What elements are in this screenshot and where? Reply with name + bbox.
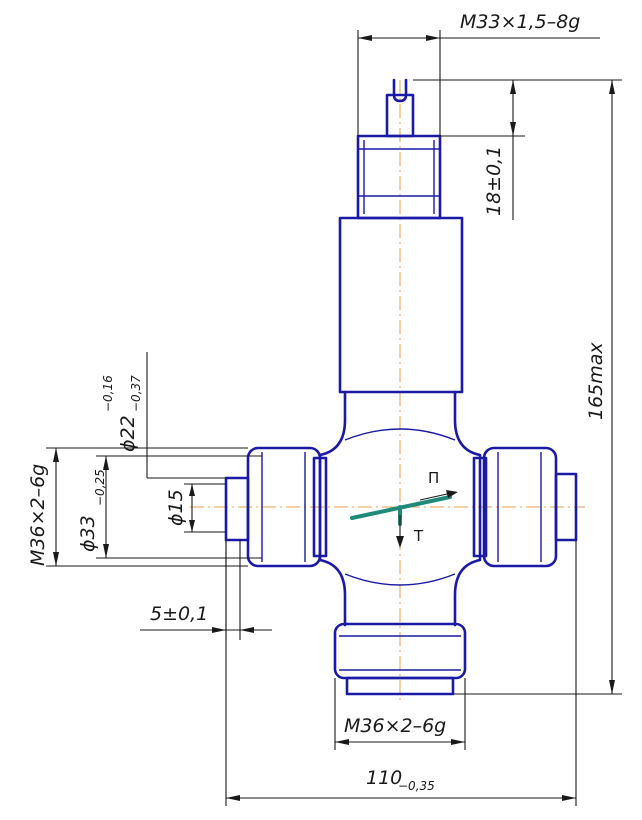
label-diameter-22-tol-upper: −0,16 bbox=[101, 375, 115, 412]
label-height: 165max bbox=[585, 342, 607, 420]
label-thread-bottom: M36×2–6g bbox=[344, 715, 446, 737]
body-arc bbox=[344, 428, 456, 441]
left-port-nut bbox=[246, 446, 322, 568]
arrowhead bbox=[53, 448, 59, 462]
left-port-tip bbox=[224, 476, 250, 542]
centerlines bbox=[190, 80, 585, 700]
label-diameter-33-tol: −0,25 bbox=[93, 469, 107, 506]
arrowhead bbox=[510, 122, 516, 136]
label-diameter-15: ϕ15 bbox=[165, 489, 187, 526]
arrowhead bbox=[609, 80, 615, 94]
arrowhead bbox=[103, 456, 109, 470]
dim-stem-length: 18±0,1 bbox=[413, 79, 525, 220]
arrow-p-head bbox=[446, 490, 458, 498]
label-offset-5: 5±0,1 bbox=[150, 603, 208, 625]
label-diameter-22-tol-lower: −0,37 bbox=[129, 375, 143, 412]
valve-body bbox=[224, 78, 578, 696]
marker-t: Т bbox=[413, 527, 424, 545]
bonnet-cylinder bbox=[338, 216, 464, 394]
dim-offset-5: 5±0,1 bbox=[140, 540, 272, 640]
dim-height: 165max bbox=[413, 79, 622, 695]
dim-thread-top: M33×1,5–8g bbox=[357, 11, 600, 136]
flow-indicator: П Т bbox=[350, 469, 458, 548]
label-thread-left: M36×2–6g bbox=[27, 464, 49, 566]
right-port-collar bbox=[472, 456, 488, 558]
arrowhead bbox=[189, 520, 195, 532]
body-arc bbox=[344, 573, 456, 586]
arrowhead bbox=[426, 35, 440, 41]
label-width-110-tol: −0,35 bbox=[398, 779, 435, 793]
arrowhead bbox=[226, 795, 240, 801]
arrowhead bbox=[335, 739, 349, 745]
dim-width-110: 110 −0,35 bbox=[225, 540, 577, 806]
label-stem-length: 18±0,1 bbox=[483, 146, 505, 216]
dim-diameter-33: ϕ33 −0,25 bbox=[77, 455, 262, 559]
arrowhead bbox=[451, 739, 465, 745]
bottom-port-tip bbox=[345, 676, 455, 696]
arrow-t-head bbox=[396, 536, 404, 548]
stem-slot bbox=[392, 78, 408, 103]
arrowhead bbox=[358, 35, 372, 41]
label-width-110: 110 bbox=[366, 767, 402, 789]
arrowhead bbox=[189, 484, 195, 496]
dim-thread-bottom: M36×2–6g bbox=[334, 678, 466, 750]
arrowhead bbox=[510, 80, 516, 94]
dim-diameter-22: ϕ22 −0,16 −0,37 bbox=[101, 352, 226, 479]
left-port-collar bbox=[312, 456, 328, 558]
right-port-tip bbox=[554, 472, 578, 542]
arrowhead bbox=[609, 680, 615, 694]
label-diameter-33: ϕ33 bbox=[77, 515, 99, 552]
arrowhead bbox=[103, 544, 109, 558]
dim-thread-left: M36×2–6g bbox=[27, 447, 248, 567]
arrowhead bbox=[562, 795, 576, 801]
arrowhead bbox=[212, 627, 226, 633]
arrowhead bbox=[53, 552, 59, 566]
dim-diameter-15: ϕ15 bbox=[165, 483, 226, 533]
label-diameter-22: ϕ22 bbox=[117, 415, 139, 452]
marker-p: П bbox=[428, 469, 439, 487]
label-thread-top: M33×1,5–8g bbox=[460, 11, 580, 33]
arrowhead bbox=[240, 627, 254, 633]
